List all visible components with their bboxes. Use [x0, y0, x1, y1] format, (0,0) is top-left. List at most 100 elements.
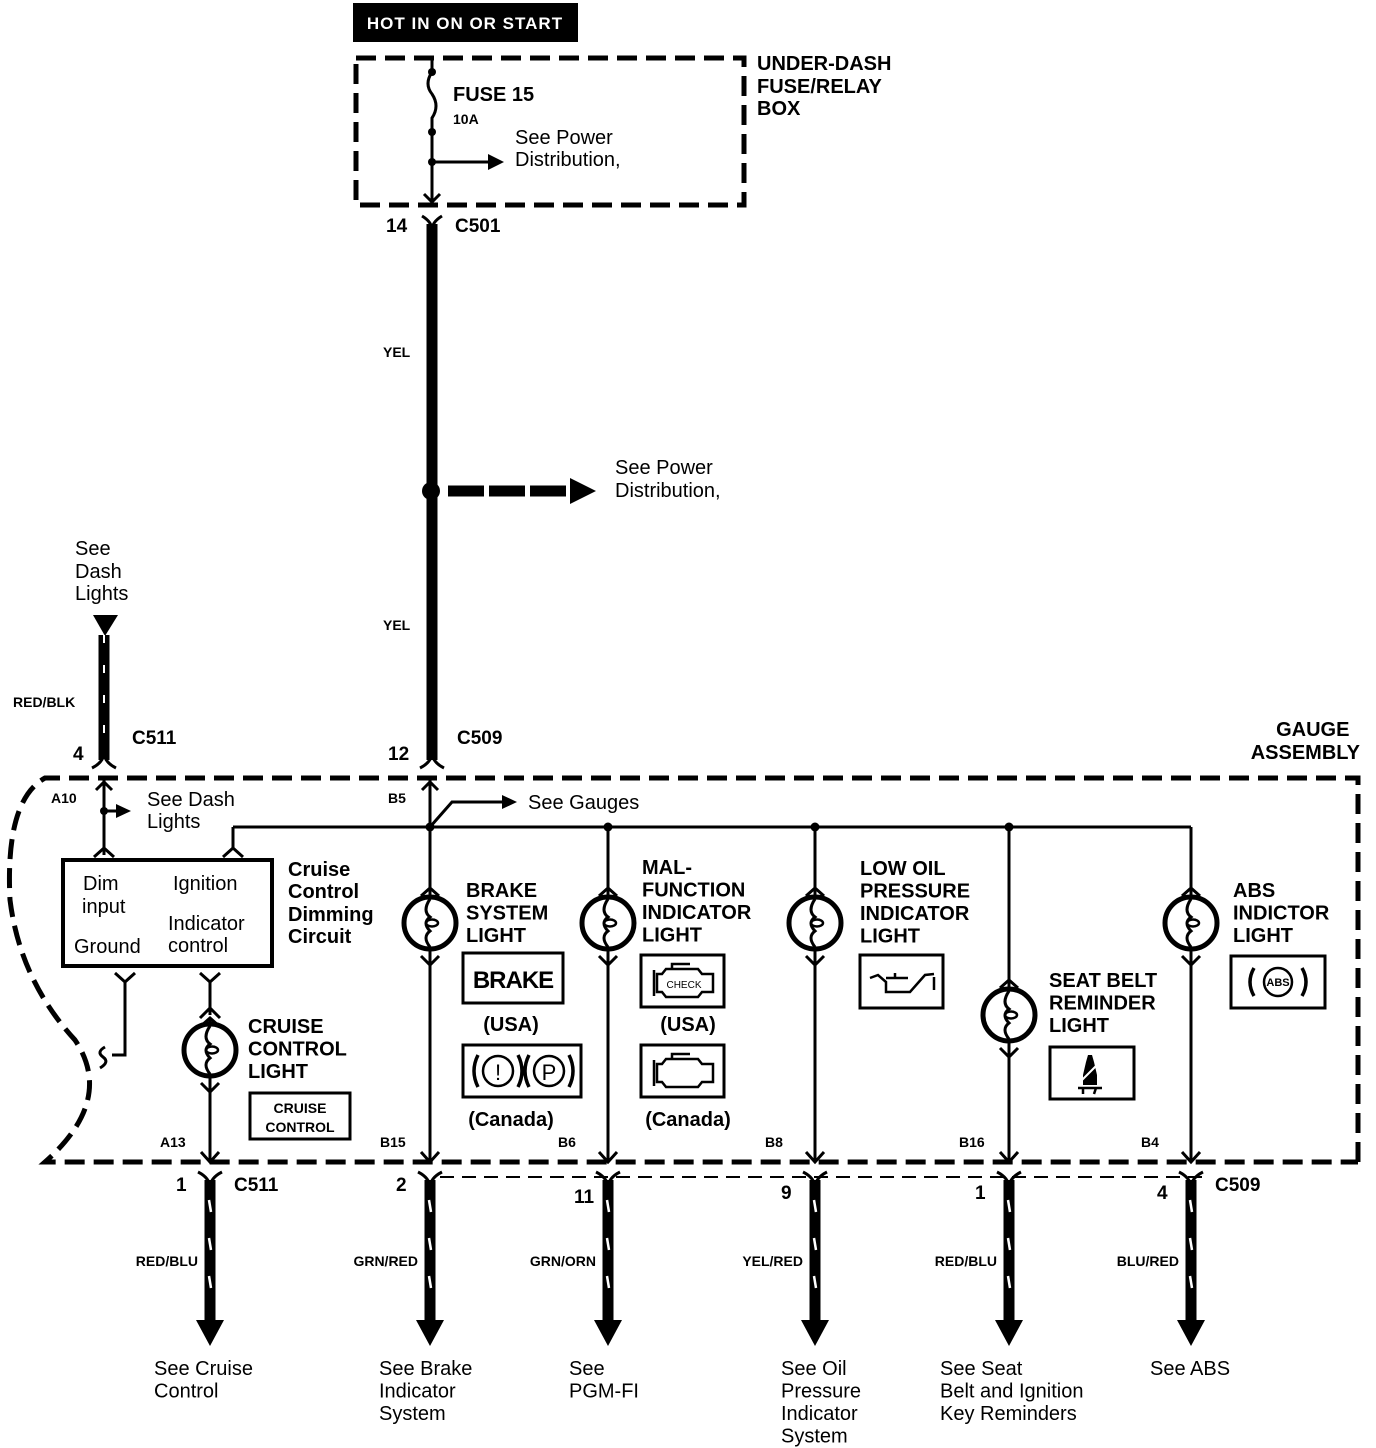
ground-label: Ground — [74, 936, 141, 958]
wire-color-label: GRN/ORN — [530, 1253, 596, 1269]
light-title: INDICTOR — [1233, 903, 1330, 925]
check-icon-text: CHECK — [666, 980, 701, 991]
bulb-icon — [181, 1021, 239, 1079]
a10-terminal: A10 See Dash Lights — [51, 779, 240, 859]
see-reference-note: See Oil — [781, 1358, 847, 1380]
see-reference-note: See Cruise — [154, 1358, 253, 1380]
connector-c501: 14 C501 — [386, 214, 501, 237]
see-reference-note: Belt and Ignition — [940, 1381, 1083, 1403]
see-dash-lights-internal-note: See Dash Lights — [147, 789, 240, 833]
connector-label: C509 — [1215, 1175, 1260, 1196]
dim-input-label: Dim input — [82, 873, 126, 918]
see-reference-note: Key Reminders — [940, 1403, 1077, 1425]
see-reference-note: See ABS — [1150, 1358, 1230, 1380]
dimming-circuit-title: Cruise Control Dimming Circuit — [288, 859, 379, 948]
light-title: LIGHT — [466, 925, 526, 947]
terminal-label: B6 — [558, 1134, 576, 1150]
light-title: ABS — [1233, 880, 1275, 902]
bulb-icon — [401, 894, 459, 952]
wire-color-label: RED/BLU — [935, 1253, 997, 1269]
svg-text:12: 12 — [388, 744, 409, 765]
svg-text:B5: B5 — [388, 790, 406, 806]
indicator-control-label: Indicator control — [168, 913, 250, 957]
fuse-rating: 10A — [453, 111, 479, 127]
power-distribution-note: See Power Distribution, — [615, 457, 721, 502]
see-dash-lights-note: See Dash Lights — [75, 538, 128, 605]
light-title: LIGHT — [642, 925, 702, 947]
bulb-icon — [786, 894, 844, 952]
svg-text:YEL: YEL — [383, 344, 411, 360]
fuse-box-power-note: See Power Distribution, — [515, 127, 621, 171]
variant-usa-label: (USA) — [660, 1014, 716, 1036]
fuse-box-title: UNDER-DASH FUSE/RELAY BOX — [757, 53, 897, 120]
see-reference-note: See Brake — [379, 1358, 472, 1380]
see-reference-note: Control — [154, 1381, 218, 1403]
terminal-label: B16 — [959, 1134, 985, 1150]
light-title: REMINDER — [1049, 993, 1156, 1015]
svg-text:14: 14 — [386, 216, 408, 237]
pin-number: 1 — [176, 1175, 187, 1196]
light-title: LIGHT — [248, 1061, 308, 1083]
gauge-assembly-outline: GAUGE ASSEMBLY — [6, 719, 1361, 1178]
hot-in-on-or-start-badge: HOT IN ON OR START — [353, 3, 578, 42]
arrow-right-icon — [116, 804, 131, 818]
light-title: LIGHT — [860, 926, 920, 948]
cruise-control-icon — [248, 1091, 352, 1141]
under-dash-fuse-relay-box: UNDER-DASH FUSE/RELAY BOX FUSE 15 10A Se… — [353, 53, 897, 208]
splice-point — [422, 482, 440, 500]
wire-color-label: YEL/RED — [742, 1253, 803, 1269]
svg-text:A10: A10 — [51, 790, 77, 806]
svg-text:HOT IN ON OR START: HOT IN ON OR START — [367, 14, 563, 33]
pin-number: 11 — [574, 1187, 595, 1208]
fuse-name: FUSE 15 — [453, 84, 534, 106]
light-title: CRUISE — [248, 1016, 324, 1038]
light-title: LIGHT — [1049, 1015, 1109, 1037]
pin-number: 9 — [781, 1183, 792, 1204]
oil-can-icon — [858, 953, 945, 1010]
variant-canada-label: (Canada) — [645, 1109, 731, 1131]
pin-number: 1 — [975, 1183, 986, 1204]
arrow-right-icon — [488, 154, 504, 170]
see-reference-note: System — [379, 1403, 446, 1425]
arrow-down-icon — [801, 1320, 829, 1346]
variant-usa-label: (USA) — [483, 1014, 539, 1036]
arrow-down-icon — [995, 1320, 1023, 1346]
light-mil: MAL-FUNCTIONINDICATORLIGHTB611GRN/ORNSee… — [530, 827, 752, 1403]
connector-c509-top: 12 C509 — [388, 728, 502, 770]
arrow-right-icon — [502, 795, 517, 809]
light-title: CONTROL — [248, 1039, 347, 1061]
svg-text:RED/BLK: RED/BLK — [13, 694, 75, 710]
bulb-icon — [579, 894, 637, 952]
see-reference-note: Indicator — [379, 1381, 456, 1403]
light-oil: LOW OILPRESSUREINDICATORLIGHTB89YEL/REDS… — [742, 827, 970, 1448]
see-reference-note: System — [781, 1426, 848, 1448]
brake-icon-text: BRAKE — [473, 967, 554, 994]
pin-number: 4 — [1157, 1183, 1168, 1204]
light-title: PRESSURE — [860, 881, 970, 903]
light-title: BRAKE — [466, 880, 537, 902]
terminal-label: B15 — [380, 1134, 406, 1150]
see-reference-note: See Seat — [940, 1358, 1023, 1380]
wire-color-label: BLU/RED — [1117, 1253, 1179, 1269]
light-title: LIGHT — [1233, 925, 1293, 947]
svg-text:C501: C501 — [455, 216, 501, 237]
bulb-icon — [980, 986, 1038, 1044]
connector-label: C511 — [234, 1175, 279, 1196]
ignition-label: Ignition — [173, 873, 238, 895]
terminal-label: B8 — [765, 1134, 783, 1150]
arrow-down-icon — [1177, 1320, 1205, 1346]
abs-icon — [1229, 954, 1327, 1010]
brake-text-icon — [461, 951, 565, 1005]
pin-number: 2 — [396, 1175, 407, 1196]
b5-bus: B5 See Gauges — [221, 779, 1193, 888]
svg-text:4: 4 — [73, 744, 84, 765]
light-title: INDICATOR — [642, 902, 752, 924]
main-yel-feed-wire: YEL YEL See Power Distribution, — [383, 224, 721, 760]
arrow-down-icon — [196, 1320, 224, 1346]
light-title: MAL- — [642, 857, 692, 879]
